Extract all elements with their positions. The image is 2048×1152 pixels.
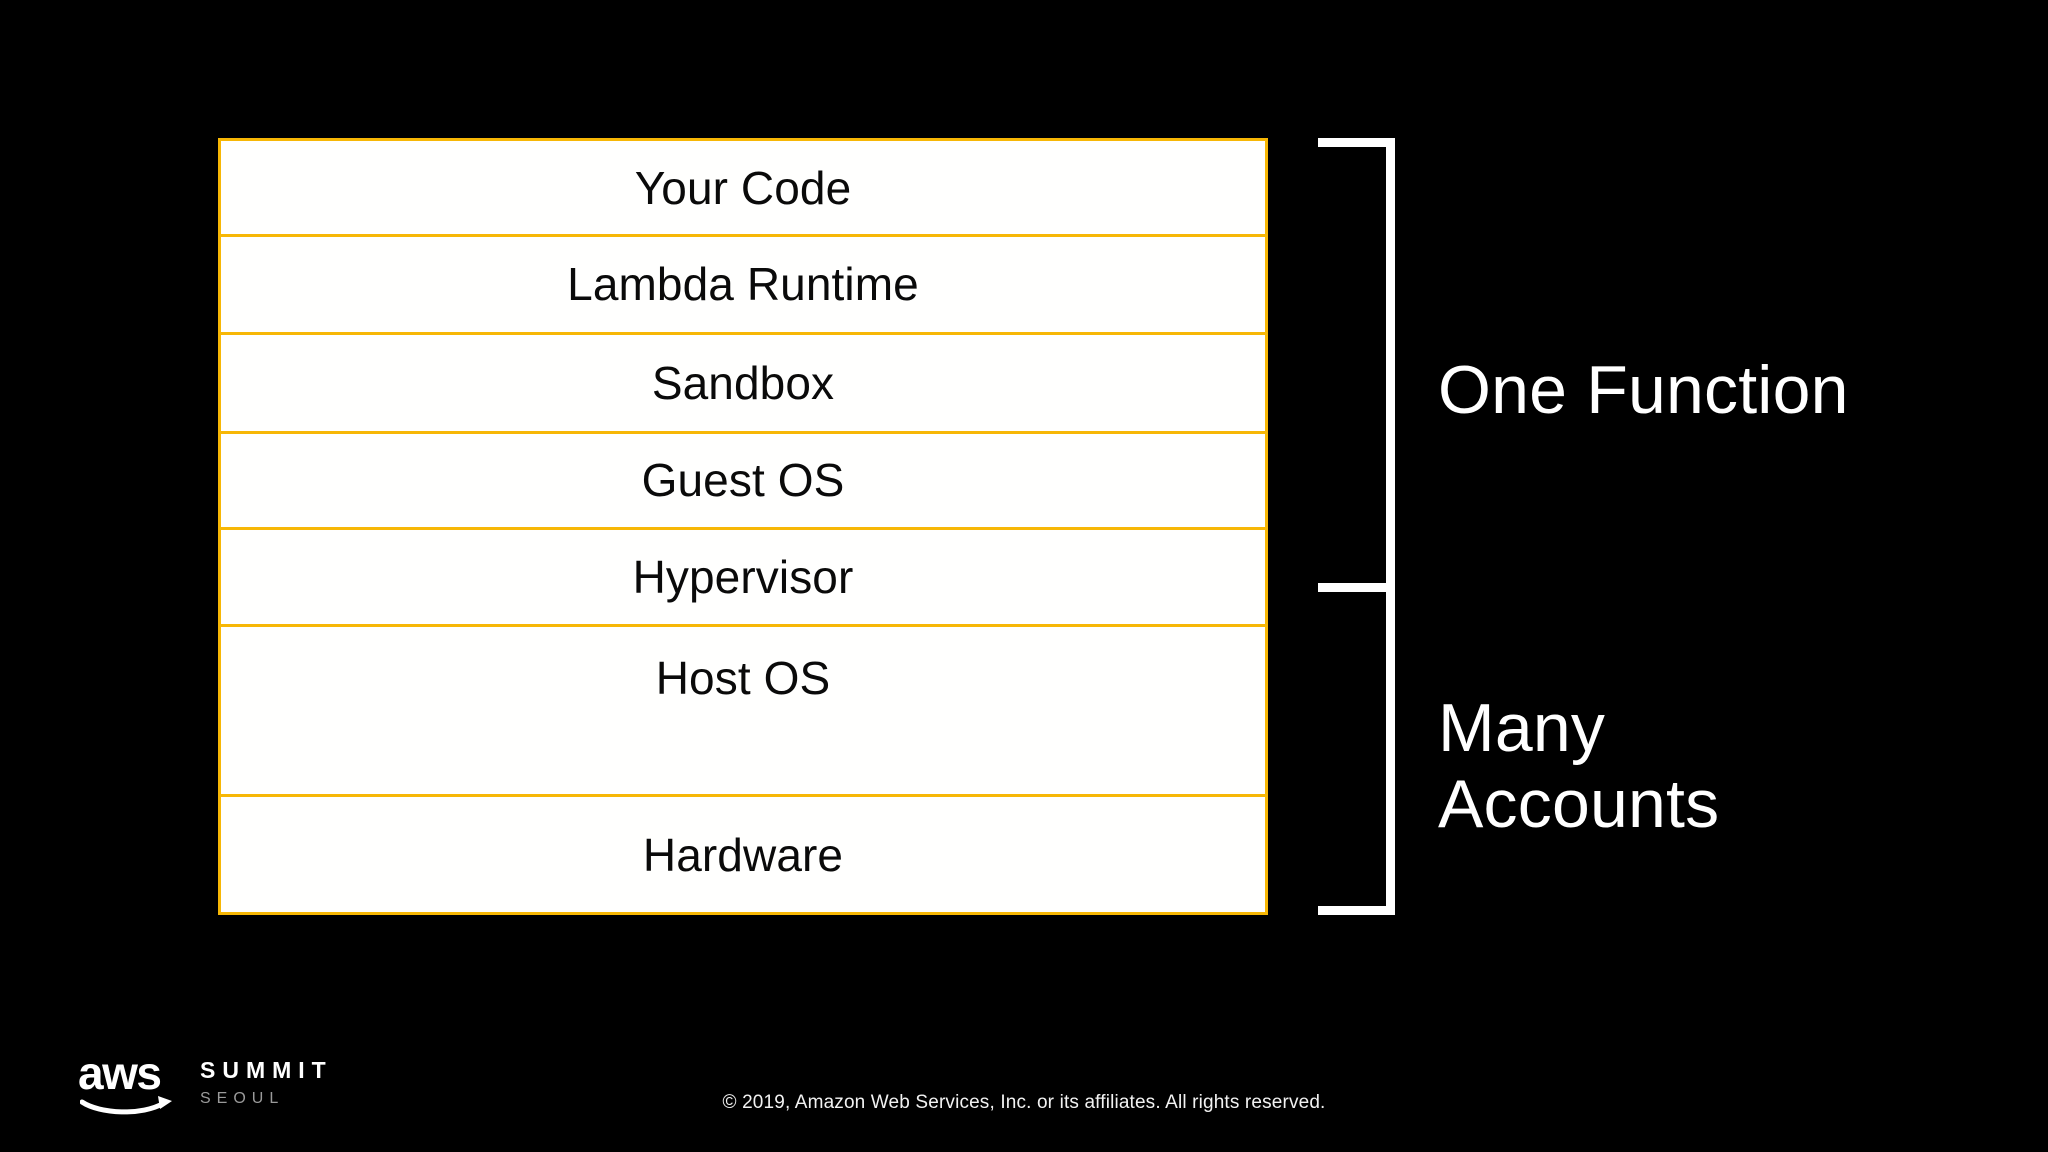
stack-layer-your-code: Your Code — [221, 141, 1265, 238]
grouping-bracket-tick-bottom — [1318, 906, 1390, 915]
summit-label: SUMMIT — [200, 1057, 333, 1083]
summit-logo-text: SUMMIT SEOUL — [200, 1054, 333, 1108]
summit-city-label: SEOUL — [200, 1090, 285, 1108]
aws-smile-arrow-icon — [80, 1096, 172, 1115]
footer-copyright: © 2019, Amazon Web Services, Inc. or its… — [722, 1092, 1326, 1113]
stack-layer-label: Hardware — [642, 828, 844, 881]
stack-layer-sandbox: Sandbox — [221, 334, 1265, 434]
group-label-many-accounts-line2: Accounts — [1438, 766, 1720, 843]
stack-layer-lambda-runtime: Lambda Runtime — [221, 237, 1265, 335]
stack-layer-guest-os: Guest OS — [221, 433, 1265, 530]
grouping-bracket-stem — [1386, 138, 1395, 915]
stack-layer-hardware: Hardware — [221, 797, 1265, 912]
group-label-many-accounts: Many Accounts — [1438, 690, 1719, 842]
stack-layer-label: Guest OS — [641, 454, 845, 507]
architecture-stack: Your Code Lambda Runtime Sandbox Guest O… — [218, 138, 1268, 915]
aws-logo-icon: aws — [78, 1050, 178, 1116]
stack-layer-label: Host OS — [655, 651, 831, 704]
stack-layer-hypervisor: Hypervisor — [221, 529, 1265, 627]
aws-wordmark: aws — [78, 1047, 162, 1099]
group-label-one-function: One Function — [1438, 352, 1849, 428]
stack-layer-label: Sandbox — [651, 356, 835, 409]
group-label-many-accounts-line1: Many — [1438, 690, 1606, 766]
aws-summit-logo: aws SUMMIT SEOUL — [78, 1050, 333, 1116]
stack-layer-host-os: Host OS — [221, 626, 1265, 798]
grouping-bracket-tick-middle — [1318, 583, 1390, 592]
stack-layer-label: Lambda Runtime — [567, 258, 919, 311]
stack-layer-label: Your Code — [634, 161, 852, 214]
grouping-bracket-tick-top — [1318, 138, 1390, 147]
stack-layer-label: Hypervisor — [632, 550, 854, 603]
